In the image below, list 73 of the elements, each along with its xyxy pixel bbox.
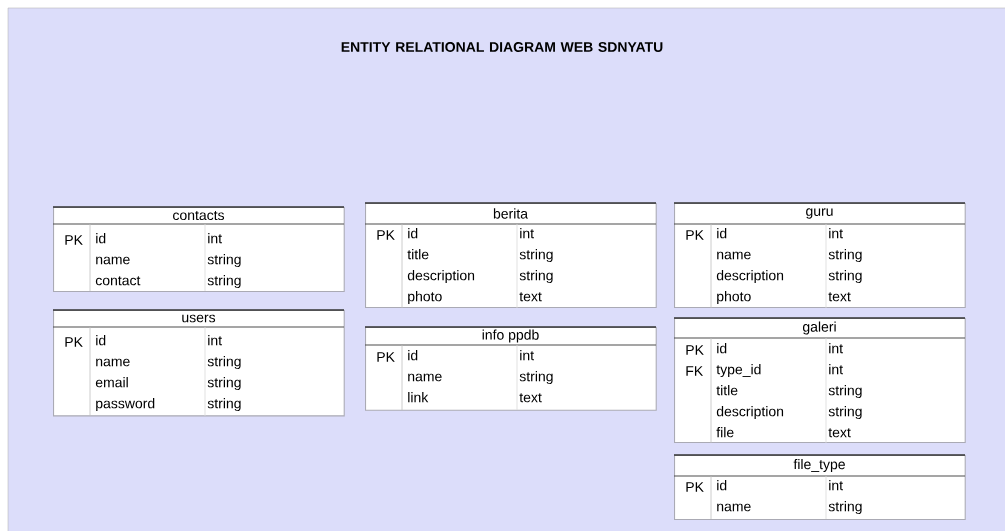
key-label: FK <box>686 366 703 376</box>
field-type: string <box>207 377 241 391</box>
field-name: title <box>407 249 429 260</box>
table-name: contacts <box>173 210 225 221</box>
field-type: int <box>829 343 843 354</box>
field-name: id <box>96 233 106 244</box>
field-name: description <box>716 406 784 420</box>
key-label: PK <box>377 352 395 362</box>
entity-table <box>364 326 657 411</box>
field-type: string <box>519 371 553 385</box>
entity-table <box>673 202 966 309</box>
key-label: PK <box>686 345 704 355</box>
field-type: int <box>208 233 222 244</box>
table-name: info ppdb <box>482 329 539 343</box>
field-name: file <box>716 427 734 438</box>
field-type: int <box>829 480 843 491</box>
field-name: password <box>96 398 155 412</box>
field-name: id <box>717 343 727 354</box>
field-name: photo <box>717 291 751 305</box>
field-type: string <box>828 270 862 284</box>
entity-table <box>673 317 966 444</box>
table-name: file_type <box>793 458 845 472</box>
field-type: string <box>828 385 862 399</box>
field-name: name <box>96 256 130 265</box>
entity-table <box>673 454 966 521</box>
field-name: id <box>408 228 418 239</box>
field-name: email <box>95 377 128 388</box>
field-type: text <box>519 393 542 403</box>
field-name: id <box>408 350 418 361</box>
field-type: string <box>828 406 862 420</box>
field-name: name <box>717 251 751 260</box>
field-type: string <box>519 249 553 263</box>
key-label: PK <box>65 337 83 347</box>
field-name: contact <box>95 276 141 286</box>
field-type: text <box>828 292 851 302</box>
field-name: description <box>407 270 475 284</box>
field-type: string <box>828 501 862 515</box>
diagram-title: ENTITY RELATIONAL DIAGRAM WEB SDNYATU <box>341 42 663 52</box>
table-name: berita <box>493 208 528 219</box>
field-name: name <box>96 358 130 367</box>
field-type: int <box>208 335 222 346</box>
entity-table <box>52 309 345 417</box>
field-name: id <box>717 480 727 491</box>
key-label: PK <box>686 230 704 240</box>
field-name: type_id <box>716 364 761 378</box>
field-type: int <box>829 228 843 239</box>
entity-table <box>364 202 657 309</box>
field-type: text <box>519 292 542 302</box>
field-name: link <box>408 392 429 403</box>
field-type: string <box>207 254 241 268</box>
field-type: int <box>829 364 843 375</box>
field-name: photo <box>408 291 442 305</box>
field-name: name <box>717 503 751 512</box>
field-name: title <box>716 385 738 396</box>
table-name: galeri <box>802 321 836 335</box>
field-type: int <box>520 350 534 361</box>
field-name: id <box>717 228 727 239</box>
table-name: users <box>182 314 216 323</box>
key-label: PK <box>377 230 395 240</box>
field-name: description <box>716 270 784 284</box>
field-name: id <box>96 335 106 346</box>
key-label: PK <box>686 482 704 492</box>
entity-table <box>52 206 345 293</box>
field-name: name <box>408 373 442 382</box>
field-type: string <box>207 275 241 289</box>
field-type: text <box>828 428 851 438</box>
field-type: string <box>207 398 241 412</box>
field-type: string <box>207 356 241 370</box>
field-type: string <box>828 249 862 263</box>
field-type: int <box>520 228 534 239</box>
table-name: guru <box>806 208 833 219</box>
key-label: PK <box>65 235 83 245</box>
field-type: string <box>519 270 553 284</box>
